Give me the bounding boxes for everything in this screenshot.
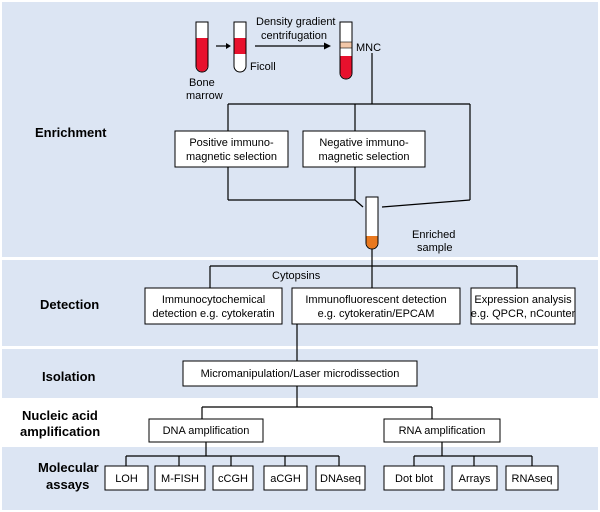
positive-selection-box [174,130,289,168]
assay-label-dnaseq: DNAseq [320,473,361,485]
immunocytochemical-line2: detection e.g. cytokeratin [152,308,274,320]
ficoll-tube [233,21,247,73]
assay-label-ccgh: cCGH [218,473,248,485]
micromanipulation-box [182,360,418,387]
stage-molecular-label-line2: assays [46,477,89,492]
negative-selection-box [302,130,426,168]
cytopsins-label: Cytopsins [272,270,321,282]
assay-label-arrays: Arrays [459,473,491,485]
stage-enrichment-label: Enrichment [35,125,107,140]
enriched-sample-tube [365,196,379,250]
assay-label-mfish: M-FISH [161,473,199,485]
micromanipulation-label: Micromanipulation/Laser microdissection [201,368,400,380]
immunocytochemical-box [144,287,283,325]
assay-box-dnaseq [315,465,366,491]
expression-analysis-box [470,287,576,325]
immunocytochemical-line1: Immunocytochemical [162,294,265,306]
assay-label-loh: LOH [115,473,138,485]
assay-label-rnaseq: RNAseq [512,473,553,485]
stage-isolation-label: Isolation [42,369,96,384]
bone-marrow-label-line2: marrow [186,90,223,102]
assay-label-dotblot: Dot blot [395,473,433,485]
centrifugation-arrow-head [324,42,331,50]
mnc-tube [339,21,353,80]
expression-analysis-line1: Expression analysis [474,294,572,306]
centrifugation-label-line1: Density gradient [256,16,336,28]
positive-selection-line1: Positive immuno- [189,137,274,149]
mnc-label: MNC [356,42,381,54]
assay-box-loh [104,465,149,491]
assay-box-rnaseq [505,465,559,491]
stage-molecular-label-line1: Molecular [38,460,99,475]
assay-box-dotblot [383,465,445,491]
assay-connectors [125,442,533,466]
positive-selection-line2: magnetic selection [186,151,277,163]
amplification-connectors [201,386,433,419]
ficoll-label: Ficoll [250,61,276,73]
bone-marrow-label-line1: Bone [189,77,215,89]
rna-amplification-label: RNA amplification [399,425,486,437]
arrow-to-ficoll-head [226,43,231,49]
centrifugation-label-line2: centrifugation [261,30,327,42]
bone-marrow-tube [195,21,209,73]
negative-selection-line2: magnetic selection [318,151,409,163]
enrichment-band [2,2,598,257]
assay-box-mfish [154,465,206,491]
immunofluorescent-box [291,287,461,325]
detection-connectors [209,249,518,288]
assay-box-ccgh [212,465,254,491]
assay-label-acgh: aCGH [270,473,301,485]
expression-analysis-line2: e.g. QPCR, nCounter [471,308,576,320]
assay-box-acgh [263,465,308,491]
immunofluorescent-line2: e.g. cytokeratin/EPCAM [318,308,435,320]
enriched-sample-label-line1: Enriched [412,229,455,241]
stage-nucleic-label-line1: Nucleic acid [22,408,98,423]
stage-detection-label: Detection [40,297,99,312]
enriched-sample-label-line2: sample [417,242,452,254]
enrichment-connectors [227,53,471,208]
negative-selection-line1: Negative immuno- [319,137,409,149]
stage-nucleic-label-line2: amplification [20,424,100,439]
assay-box-arrays [451,465,498,491]
dna-amplification-label: DNA amplification [163,425,250,437]
immunofluorescent-line1: Immunofluorescent detection [305,294,446,306]
